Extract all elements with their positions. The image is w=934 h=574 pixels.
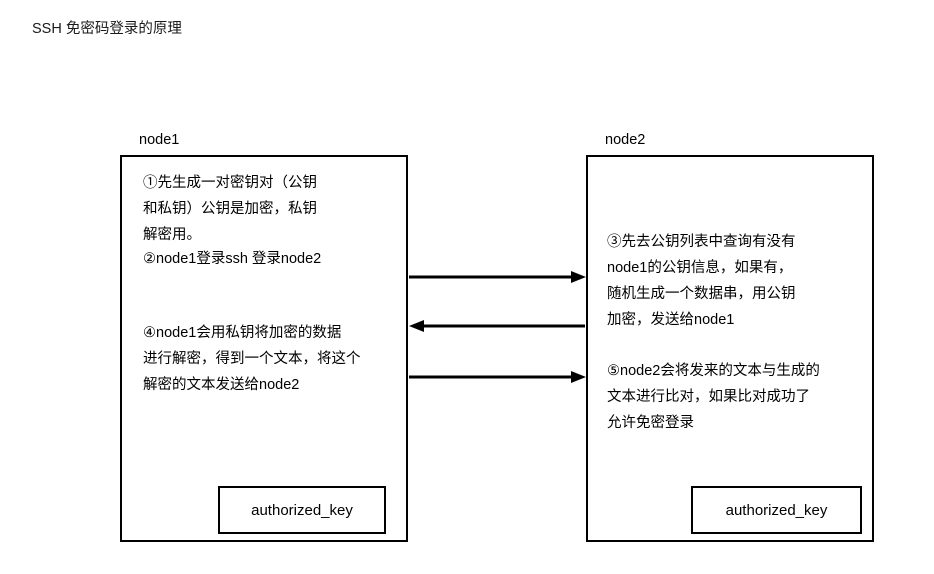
node2-box: [586, 155, 874, 542]
node2-authorized-key-box: authorized_key: [691, 486, 862, 534]
node1-authorized-key-box: authorized_key: [218, 486, 386, 534]
node1-label: node1: [139, 132, 180, 148]
arrow-node2-to-node1-encrypted: [409, 320, 585, 332]
node2-step5-text: ⑤node2会将发来的文本与生成的 文本进行比对，如果比对成功了 允许免密登录: [607, 363, 820, 431]
node2-label: node2: [605, 132, 646, 148]
node1-step4-text: ④node1会用私钥将加密的数据 进行解密，得到一个文本，将这个 解密的文本发送…: [143, 325, 361, 393]
node1-box: [120, 155, 408, 542]
node1-step1-text: ①先生成一对密钥对（公钥 和私钥）公钥是加密，私钥 解密用。: [143, 175, 317, 243]
page-title: SSH 免密码登录的原理: [32, 21, 182, 37]
node2-step3-text: ③先去公钥列表中查询有没有 node1的公钥信息，如果有， 随机生成一个数据串，…: [607, 234, 796, 328]
node1-step2-text: ②node1登录ssh 登录node2: [143, 251, 322, 267]
arrow-node1-to-node2-plaintext: [409, 371, 586, 383]
arrow-node1-to-node2-login: [409, 271, 586, 283]
